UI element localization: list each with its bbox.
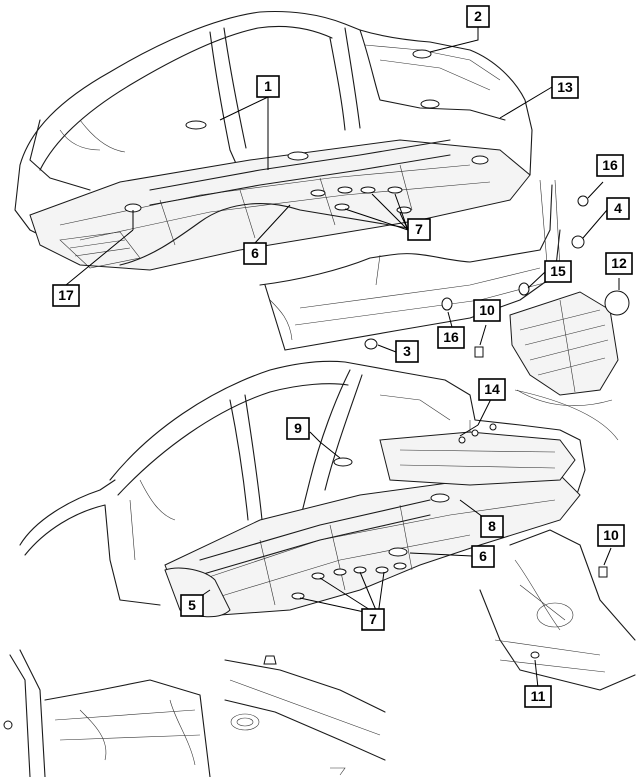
plug-7e (334, 203, 350, 211)
plug-7c (360, 186, 376, 194)
callout-label: 12 (611, 255, 627, 271)
trunk-inset (479, 529, 636, 691)
callout-label: 16 (602, 157, 618, 173)
callout-box-5: 5 (180, 594, 204, 617)
callout-label: 16 (443, 329, 459, 345)
callout-label: 7 (369, 611, 377, 627)
callout-box-16-mid: 16 (437, 326, 465, 349)
upper-body-shell (14, 10, 533, 271)
callout-box-16-top: 16 (596, 154, 624, 177)
plug-7j (375, 566, 389, 574)
plug-7k (291, 592, 305, 600)
bottom-middle-inset (224, 655, 386, 776)
plug-7h (333, 568, 347, 576)
callout-box-6-top: 6 (243, 242, 267, 265)
plug-2 (412, 49, 432, 59)
plug-1a (185, 120, 207, 130)
plug-6-lower (388, 547, 408, 557)
callout-box-6-lower: 6 (471, 545, 495, 568)
plug-7l (393, 562, 407, 570)
callout-box-8: 8 (480, 515, 504, 538)
plug-4 (571, 235, 585, 249)
plug-8 (430, 493, 450, 503)
callout-label: 10 (603, 527, 619, 543)
fastener-14c (489, 423, 497, 431)
callout-label: 4 (614, 200, 622, 216)
callout-label: 1 (264, 78, 272, 94)
plug-1b (287, 151, 309, 161)
callout-box-1: 1 (256, 75, 280, 98)
bottom-left-inset (3, 649, 211, 777)
fastener-14a (458, 436, 466, 444)
plug-13 (420, 99, 440, 109)
callout-box-13: 13 (551, 76, 579, 99)
callout-label: 15 (550, 263, 566, 279)
callout-box-15: 15 (544, 260, 572, 283)
callout-label: 17 (58, 287, 74, 303)
plug-7a (310, 189, 326, 197)
callout-box-2: 2 (466, 5, 490, 28)
lower-body-plugs (291, 346, 497, 600)
fastener-left-inset (3, 720, 13, 730)
plug-6 (471, 155, 489, 165)
plug-3 (364, 338, 378, 350)
callout-label: 11 (531, 688, 546, 704)
fastener-10 (474, 346, 484, 358)
leader-lines (65, 25, 620, 689)
callout-box-3: 3 (395, 340, 419, 363)
plug-12 (604, 290, 630, 316)
plug-16-lower (441, 297, 453, 311)
plug-7b (337, 186, 353, 194)
plug-16-upper (577, 195, 589, 207)
callout-label: 10 (479, 302, 495, 318)
callout-label: 3 (403, 343, 411, 359)
callout-label: 8 (488, 518, 496, 534)
callout-box-17: 17 (52, 284, 80, 307)
plug-7f (396, 206, 412, 214)
plug-7g (311, 572, 325, 580)
callout-label: 14 (484, 381, 500, 397)
callout-label: 6 (251, 245, 259, 261)
callout-box-4: 4 (606, 197, 630, 220)
callout-label: 13 (557, 79, 573, 95)
callout-box-7-top: 7 (407, 218, 431, 241)
callout-box-9: 9 (286, 417, 310, 440)
callout-label: 2 (474, 8, 482, 24)
fastener-14b (471, 429, 479, 437)
fastener-10-lower (598, 566, 608, 578)
callout-box-7-lower: 7 (361, 608, 385, 631)
plug-9 (333, 457, 353, 467)
plug-15 (518, 282, 530, 296)
callout-box-12: 12 (605, 252, 633, 275)
callout-label: 7 (415, 221, 423, 237)
callout-box-10-top: 10 (473, 299, 501, 322)
rear-floor-inset (509, 282, 630, 406)
plug-7d (387, 186, 403, 194)
plug-11 (530, 651, 540, 659)
fastener-middle-inset (263, 655, 277, 665)
lower-body-shell (19, 360, 619, 618)
callout-label: 9 (294, 420, 302, 436)
callout-box-10-lower: 10 (597, 524, 625, 547)
callout-label: 6 (479, 548, 487, 564)
callout-box-14: 14 (478, 378, 506, 401)
callout-box-11: 11 (524, 685, 552, 708)
callout-label: 5 (188, 597, 196, 613)
